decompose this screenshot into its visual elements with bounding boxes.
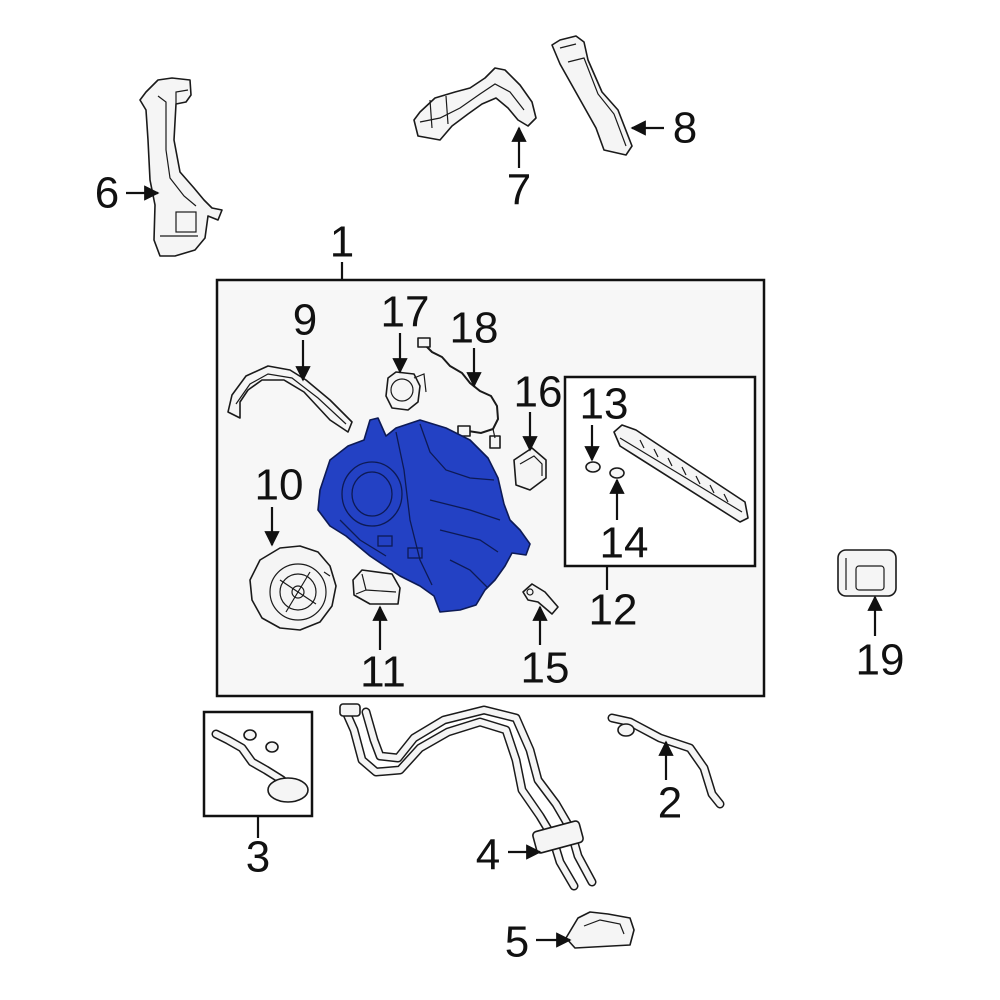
callout-18: 18 <box>450 304 499 353</box>
callout-labels: 1 6 7 8 9 17 18 16 13 14 10 11 15 12 19 … <box>95 104 905 967</box>
callout-1: 1 <box>330 218 354 267</box>
part-7-duct <box>413 67 537 141</box>
part-3-valve <box>211 729 309 803</box>
callout-7: 7 <box>507 166 531 215</box>
part-12-filter <box>613 424 749 523</box>
part-13-seal <box>585 461 601 473</box>
part-9-bracket <box>227 365 353 433</box>
callout-6: 6 <box>95 169 119 218</box>
callout-11: 11 <box>360 648 406 697</box>
part-17-actuator <box>385 371 427 411</box>
callout-9: 9 <box>293 296 317 345</box>
callout-4: 4 <box>476 831 500 880</box>
callout-10: 10 <box>255 461 304 510</box>
part-8-duct <box>551 35 633 156</box>
callout-12: 12 <box>589 586 638 635</box>
part-10-blower-motor <box>249 545 337 631</box>
part-6-duct <box>139 77 223 257</box>
leader-lines <box>126 120 883 948</box>
part-11-resistor <box>352 569 401 605</box>
callout-19: 19 <box>856 636 905 685</box>
callout-16: 16 <box>514 368 563 417</box>
part-2-hose <box>607 713 725 809</box>
part-4-ac-lines <box>339 703 597 891</box>
callout-2: 2 <box>658 779 682 828</box>
part-15-clip <box>522 583 559 615</box>
part-18-harness <box>417 337 501 449</box>
callout-13: 13 <box>580 380 629 429</box>
callout-17: 17 <box>381 288 430 337</box>
callout-14: 14 <box>600 519 649 568</box>
callout-5: 5 <box>505 918 529 967</box>
part-1-hvac-unit <box>317 417 531 613</box>
part-5-pad <box>565 911 635 949</box>
callout-8: 8 <box>673 104 697 153</box>
callout-3: 3 <box>246 833 270 882</box>
callout-15: 15 <box>521 644 570 693</box>
part-14-seal <box>609 467 625 479</box>
part-19-switch <box>837 549 897 597</box>
